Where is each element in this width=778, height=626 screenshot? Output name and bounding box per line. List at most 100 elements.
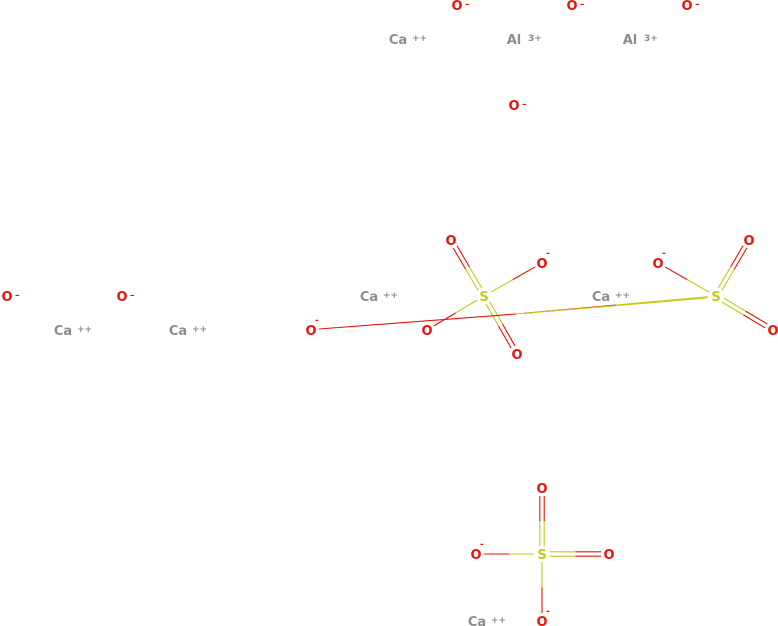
sulfate-1-bond-2-o-half-0 [745,310,768,325]
ion-ca-11-symbol: Ca [360,290,378,305]
ion-o-0-symbol: O [451,0,462,14]
sulfate-1-sulfur: S [711,288,721,305]
ion-ca-9-backdrop [54,322,72,336]
crossing-bond-sulfur-half [515,297,708,315]
sulfate-0-bond-2-s-half-1 [485,303,500,327]
sulfate-2-oxygen-3-symbol: O [536,615,547,626]
ion-ca-10: Ca ++ [169,322,207,339]
sulfate-0-bond-0-o-half-1 [456,245,470,268]
ion-ca-13: Ca++ [468,613,506,626]
sulfate-1-oxygen-2-symbol: O [767,324,778,339]
sulfate-1-oxygen-0-backdrop [744,232,754,246]
ion-al-4-backdrop [505,31,523,45]
ion-ca-10-charge: ++ [192,325,207,335]
sulfate-0-bond-3-s-half-0 [455,299,478,314]
sulfate-0-oxygen-3-backdrop [422,322,432,336]
ion-o-1: O– [566,0,585,14]
sulfate-1-bond-3-s-half-0 [615,296,709,306]
sulfate-0-oxygen-2: O [511,346,523,363]
sulfate-2-oxygen-1-symbol: O [470,548,481,563]
ion-o-2-symbol: O [681,0,692,14]
ion-ca-13-backdrop [468,613,486,626]
ion-o-8-backdrop [117,288,127,302]
sulfate-0-bond-0-o-half-0 [452,247,467,270]
sulfate-0-oxygen-2-symbol: O [511,348,522,363]
ion-ca-10-backdrop [169,322,187,336]
crossing-bond-oxygen-half [318,313,517,330]
sulfate-0-oxygen-2-backdrop [512,346,522,360]
ion-al-4-symbol: Al [507,33,522,48]
ion-al-5-charge: 3+ [644,34,658,44]
ion-o-2: O– [681,0,700,14]
sulfate-1-oxygen-0: O [743,232,755,249]
sulfate-1-bond-0-o-half-1 [733,247,748,270]
sulfate-1-sulfur-backdrop [711,288,721,302]
ion-ca-13-charge: ++ [491,616,506,626]
sulfate-1-bond-1-o-half-0 [664,266,688,280]
sulfate-0-bond-1-s-half-0 [490,279,514,293]
bonds [318,245,768,613]
sulfate-0-oxygen-1-backdrop [537,255,547,269]
ion-ca-12-backdrop [592,288,610,302]
sulfate-2-oxygen-1: O- [470,540,484,563]
crossing-bond-oxygen-charge: - [315,316,319,326]
ion-ca-3-charge: ++ [412,34,427,44]
ion-ca-11: Ca ++ [360,288,398,305]
ion-ca-3: Ca ++ [389,31,427,48]
ion-o-6-charge: – [522,100,527,110]
ion-ca-12-symbol: Ca [592,290,610,305]
ion-o-1-charge: – [580,0,585,10]
sulfate-2-oxygen-3-charge: - [546,607,550,617]
sulfate-1-bond-0-s-half-0 [717,266,732,289]
sulfate-0-oxygen-0-symbol: O [445,234,456,249]
sulfate-2-oxygen-0: O [536,480,548,497]
ion-o-2-charge: – [695,0,700,10]
sulfate-0-sulfur: S [479,288,489,305]
ion-o-7: O– [1,288,20,305]
ion-ca-9: Ca++ [54,322,92,339]
sulfate-1-sulfur-symbol: S [711,290,720,305]
sulfate-2-sulfur-backdrop [537,546,547,560]
sulfate-2-oxygen-2: O [603,546,615,563]
ion-o-8-charge: – [130,291,135,301]
sulfate-1-oxygen-2-backdrop [768,322,778,336]
ion-ca-11-charge: ++ [383,291,398,301]
ion-al-4-charge: 3+ [528,34,542,44]
sulfate-2-oxygen-0-backdrop [537,480,547,494]
ion-al-5-symbol: Al [623,33,638,48]
ion-ca-3-backdrop [389,31,407,45]
sulfate-2-oxygen-3: O- [536,607,550,626]
crossing-bond-oxygen-backdrop [306,322,316,336]
sulfate-1-oxygen-0-symbol: O [743,234,754,249]
sulfate-1-oxygen-2: O [767,322,778,339]
sulfate-2-oxygen-1-charge: - [480,540,484,550]
sulfate-2-oxygen-2-symbol: O [603,548,614,563]
ion-o-7-backdrop [2,288,12,302]
ion-o-8: O– [116,288,135,305]
sulfate-1-oxygen-1: O- [652,249,666,272]
sulfate-0-oxygen-3-symbol: O [421,324,432,339]
sulfate-1-bond-2-s-half-1 [721,301,744,316]
ion-o-0: O– [451,0,470,14]
ion-o-7-charge: – [15,291,20,301]
sulfate-1-oxygen-1-charge: - [662,249,666,259]
sulfate-0-bond-0-s-half-1 [468,266,483,289]
sulfate-0-oxygen-0: O [445,232,457,249]
ion-o-1-symbol: O [566,0,577,14]
sulfate-0-oxygen-0-backdrop [446,232,456,246]
sulfate-1-bond-2-o-half-1 [743,314,766,329]
crossing-bond-oxygen-symbol: O [305,324,316,339]
ion-ca-3-symbol: Ca [389,33,407,48]
ion-al-5-backdrop [621,31,639,45]
sulfate-1-oxygen-1-backdrop [653,255,663,269]
sulfate-2-oxygen-1-backdrop [471,546,481,560]
sulfate-1-bond-2-s-half-0 [723,297,746,312]
ion-ca-10-symbol: Ca [169,324,187,339]
ion-ca-9-charge: ++ [77,325,92,335]
ion-o-0-charge: – [465,0,470,10]
ion-ca-11-backdrop [360,288,378,302]
sulfate-1-oxygen-1-symbol: O [652,257,663,272]
